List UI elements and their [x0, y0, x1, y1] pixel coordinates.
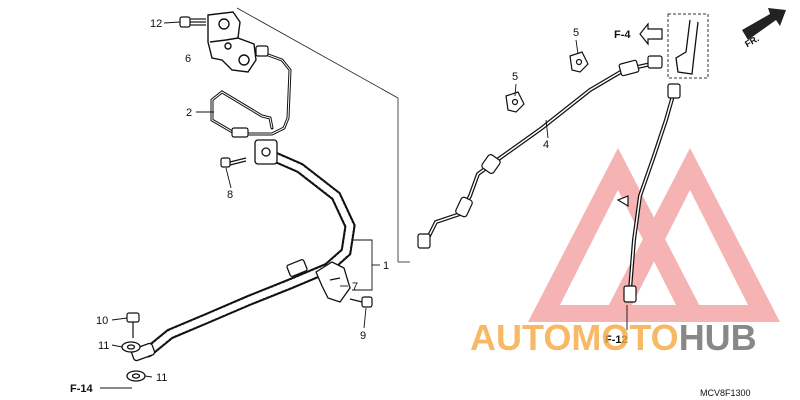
callout-9: 9 — [360, 330, 366, 342]
callout-2: 2 — [186, 107, 192, 119]
leader-line — [236, 7, 410, 263]
detail-box — [667, 13, 709, 79]
brake-hose-right — [628, 90, 676, 292]
ref-f12: F-12 — [605, 334, 628, 346]
ref-f4: F-4 — [614, 29, 631, 41]
bracket-6 — [207, 11, 257, 73]
callout-11a: 11 — [98, 340, 109, 352]
callout-7: 7 — [352, 281, 358, 293]
bolt-12 — [179, 16, 206, 28]
brake-hose-1 — [142, 148, 356, 358]
bolt-9 — [349, 296, 373, 308]
arrow-f4 — [639, 22, 663, 46]
bolt-8 — [220, 157, 247, 168]
washer-11a — [121, 341, 141, 353]
clamp-7 — [315, 261, 351, 303]
callout-10: 10 — [96, 315, 108, 327]
watermark-part2: MOTO — [571, 317, 678, 358]
callout-5b: 5 — [512, 71, 518, 83]
callout-12: 12 — [150, 18, 162, 30]
watermark-part3: HUB — [679, 317, 757, 358]
svg-text:AUTOMOTOHUB: AUTOMOTOHUB — [470, 317, 757, 358]
diagram-code: MCV8F1300 — [700, 388, 751, 398]
ref-f14: F-14 — [70, 383, 94, 395]
hose-right-fittings — [616, 83, 681, 303]
washer-11b — [126, 370, 146, 382]
clip-5a — [569, 51, 589, 73]
brake-pipe-4 — [423, 60, 662, 246]
callout-11b: 11 — [156, 372, 167, 384]
watermark-part1: AUTO — [470, 317, 571, 358]
callout-4: 4 — [543, 139, 549, 151]
callout-leaders — [100, 21, 628, 389]
callout-1: 1 — [383, 260, 389, 272]
hose-1-fittings — [130, 139, 308, 362]
direction-badge-shape — [742, 8, 786, 40]
pipe-fitting-2a — [231, 45, 269, 138]
callout-8: 8 — [227, 189, 233, 201]
callout-5a: 5 — [573, 27, 579, 39]
bolt-10 — [126, 312, 140, 338]
watermark-text: AUTOMOTOHUB — [470, 317, 757, 358]
callout-6: 6 — [185, 53, 191, 65]
watermark-triangle — [528, 148, 780, 322]
clip-5b — [505, 91, 525, 113]
pipe-4-fittings — [417, 55, 663, 249]
